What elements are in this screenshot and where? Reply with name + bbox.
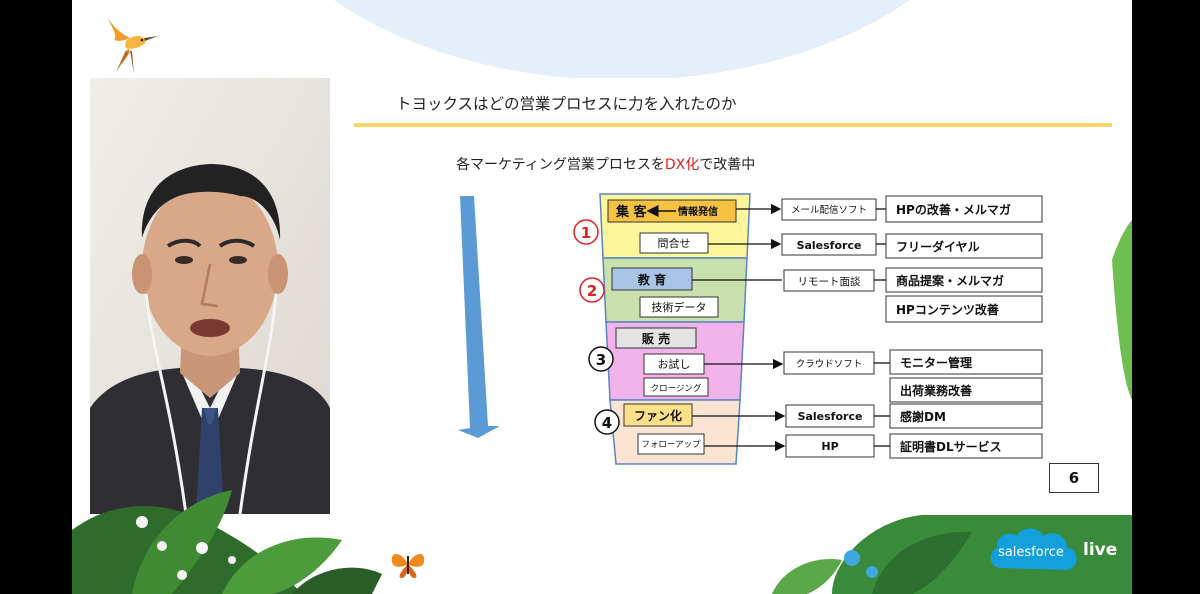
stage3-marker-label: 3 [596, 351, 606, 369]
stage2-marker [579, 277, 605, 303]
salesforce-cloud-icon [990, 528, 1077, 570]
result-box-6 [889, 377, 1043, 403]
slide-title: トヨックスはどの営業プロセスに力を入れたのか [396, 95, 737, 113]
stage1-arrow-label: 情報発信 [678, 205, 718, 218]
result-box-3 [885, 267, 1043, 293]
presentation-stage: トヨックスはどの営業プロセスに力を入れたのか 各マーケティング営業プロセスをDX… [72, 0, 1132, 594]
stage4-sub-box [637, 433, 705, 455]
result-box-7 [889, 403, 1043, 429]
stage3-marker [588, 346, 614, 372]
down-arrow-icon [458, 196, 500, 438]
stage4-sub-label: フォローアップ [641, 440, 701, 450]
result-label-1: HPの改善・メルマガ [896, 202, 1011, 217]
hummingbird-icon [108, 18, 158, 74]
title-underline [354, 123, 1112, 127]
stage3-sub2-box [643, 377, 709, 397]
tool-label-3: リモート面談 [798, 275, 861, 288]
result-label-4: HPコンテンツ改善 [896, 302, 999, 317]
stage2-main-box [611, 267, 693, 291]
subtitle-highlight: DX化 [664, 157, 700, 173]
stage4-main-label: ファン化 [634, 408, 682, 423]
stage1-sub-box [639, 232, 709, 254]
tool-label-2: Salesforce [797, 239, 862, 252]
stage3-sub-label: お試し [658, 357, 691, 371]
result-label-7: 感謝DM [900, 409, 946, 424]
stage2-sub-box [639, 296, 719, 318]
butterfly-icon [391, 554, 425, 578]
stage3-main-box [615, 327, 697, 349]
stage1-marker-label: 1 [581, 224, 591, 242]
result-box-4 [885, 295, 1043, 323]
result-label-2: フリーダイヤル [896, 239, 980, 254]
stage4-marker-label: 4 [602, 414, 612, 432]
tool-label-1: メール配信ソフト [791, 204, 867, 216]
live-label: live [1083, 540, 1117, 560]
slide-page-number: 6 [1049, 463, 1099, 493]
result-box-5 [889, 349, 1043, 375]
stage1-main-label: 集 客 [615, 204, 648, 220]
result-label-8: 証明書DLサービス [900, 439, 1002, 454]
stage3-main-label: 販 売 [642, 331, 670, 346]
tool-label-5: Salesforce [798, 410, 863, 423]
presenter-video [90, 78, 330, 514]
stage1-marker [573, 219, 599, 245]
sales-funnel-diagram: 集 客 情報発信 問合せ 教 育 技術データ 販 売 お試し クロージング ファ… [458, 193, 1043, 465]
stage2-sub-label: 技術データ [652, 300, 707, 314]
salesforce-logo-text: salesforce [998, 545, 1064, 560]
result-box-2 [885, 233, 1043, 259]
tool-label-6: HP [821, 440, 838, 453]
result-label-6: 出荷業務改善 [900, 383, 972, 398]
slide-subtitle: 各マーケティング営業プロセスをDX化で改善中 [456, 154, 755, 174]
stage3-sub2-label: クロージング [651, 383, 702, 394]
tool-label-4: クラウドソフト [796, 359, 863, 370]
stage1-sub-label: 問合せ [658, 236, 691, 250]
result-label-5: モニター管理 [900, 355, 972, 370]
stage4-main-box [623, 403, 693, 427]
salesforce-live-logo: salesforce live [990, 528, 1117, 570]
presenter-image [90, 78, 330, 514]
presentation-slide: トヨックスはどの営業プロセスに力を入れたのか 各マーケティング営業プロセスをDX… [340, 78, 1112, 510]
result-label-3: 商品提案・メルマガ [896, 273, 1004, 288]
subtitle-text: 各マーケティング営業プロセスを [456, 157, 665, 173]
subtitle-suffix: で改善中 [699, 157, 756, 173]
result-box-8 [889, 433, 1043, 459]
result-box-1 [885, 195, 1043, 223]
stage4-marker [594, 409, 620, 435]
stage2-marker-label: 2 [587, 282, 597, 300]
stage2-main-label: 教 育 [637, 272, 666, 287]
